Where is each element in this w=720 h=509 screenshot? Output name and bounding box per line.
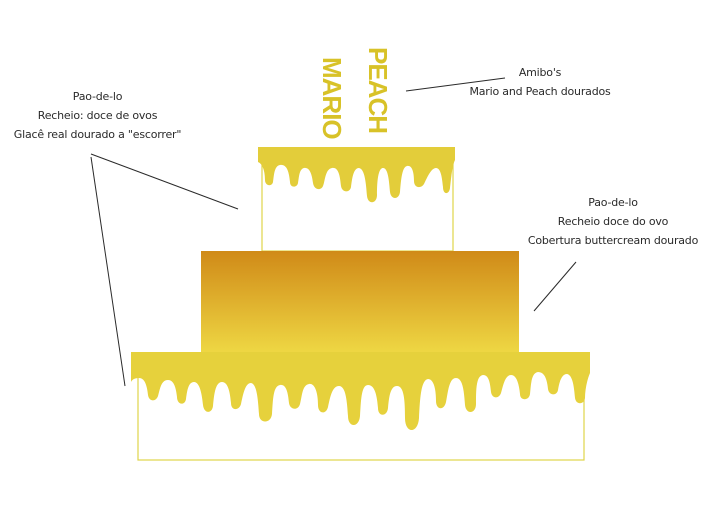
topper-mario-text: MARIO (317, 57, 347, 139)
annotation-left-line3: Glacê real dourado a "escorrer" (13, 128, 182, 141)
annotation-topper-line1: Amibo's (518, 66, 562, 79)
annotation-right-line2: Recheio doce do ovo (557, 215, 669, 228)
leader-line-left-to-bottom-tier (90, 156, 126, 387)
annotation-topper: Amibo's Mario and Peach dourados (455, 63, 625, 101)
leader-line-left-to-top-tier (90, 153, 239, 210)
middle-tier (201, 251, 519, 359)
annotation-left-line1: Pao-de-lo (72, 90, 123, 103)
middle-tier-body (201, 251, 519, 359)
annotation-topper-line2: Mario and Peach dourados (469, 85, 611, 98)
top-tier (258, 147, 455, 252)
annotation-left-line2: Recheio: doce de ovos (37, 109, 158, 122)
annotation-bottom-and-top-tier: Pao-de-lo Recheio: doce de ovos Glacê re… (5, 87, 190, 144)
topper-peach-text: PEACH (363, 47, 393, 133)
top-tier-drip-glaze (258, 147, 455, 203)
topper-figures: MARIO PEACH (317, 47, 393, 139)
annotation-right-line1: Pao-de-lo (588, 196, 638, 209)
bottom-tier-drip-glaze (131, 352, 590, 430)
leader-line-right-to-middle-tier (533, 261, 577, 312)
bottom-tier (131, 352, 590, 461)
annotation-right-line3: Cobertura buttercream dourado (527, 234, 699, 247)
annotation-middle-tier: Pao-de-lo Recheio doce do ovo Cobertura … (518, 193, 708, 250)
leader-line-topper (405, 77, 506, 92)
leader-lines (90, 77, 577, 387)
